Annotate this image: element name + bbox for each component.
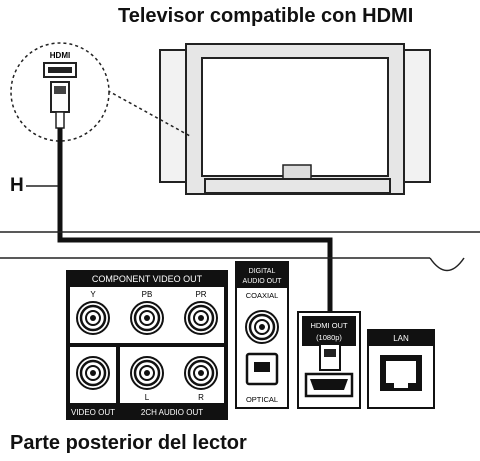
hdmi-callout: HDMI — [10, 42, 191, 142]
tv-title: Televisor compatible con HDMI — [118, 5, 414, 27]
tv-screen — [201, 57, 389, 177]
pb-jack — [130, 301, 164, 335]
component-block: COMPONENT VIDEO OUT Y PB PR L R VIDEO OU… — [66, 270, 228, 420]
hdmi-cable — [57, 128, 333, 352]
panel-notch — [429, 257, 465, 272]
hdmi-out-port-slot — [310, 379, 348, 390]
hdmi-out-header — [302, 316, 356, 346]
pr-jack — [184, 301, 218, 335]
component-video-out-label: COMPONENT VIDEO OUT — [92, 274, 203, 284]
lan-port-tab — [394, 383, 408, 388]
audio-2ch-label: 2CH AUDIO OUT — [141, 408, 203, 417]
hdmi-out-block: HDMI OUT (1080p) — [297, 311, 361, 409]
tv-stand — [204, 178, 391, 194]
cable-label: H — [10, 175, 24, 196]
audio-left-jack — [130, 356, 164, 390]
lan-header — [368, 330, 434, 346]
rca-jacks — [76, 301, 279, 390]
optical-label: OPTICAL — [246, 395, 278, 404]
tv-speaker-left — [159, 49, 187, 183]
video-out-label: VIDEO OUT — [71, 408, 115, 417]
left-label: L — [145, 393, 150, 402]
rear-panel-title: Parte posterior del lector — [10, 432, 247, 454]
lan-block: LAN — [367, 329, 435, 409]
pb-label: PB — [142, 290, 153, 299]
pr-label: PR — [195, 290, 206, 299]
hdmi-res-label: (1080p) — [316, 333, 342, 342]
hdmi-port-slot — [48, 67, 72, 73]
coaxial-jack — [245, 310, 279, 344]
digital-label-2: AUDIO OUT — [243, 278, 283, 285]
optical-port-slot — [254, 362, 270, 372]
hdmi-plug-boot — [55, 111, 65, 129]
lan-port-inner — [386, 361, 416, 383]
lan-label: LAN — [393, 334, 409, 343]
coaxial-label: COAXIAL — [246, 291, 279, 300]
y-label: Y — [90, 290, 96, 299]
digital-label-1: DIGITAL — [249, 268, 276, 275]
hdmi-plug-tip — [54, 86, 66, 94]
y-jack — [76, 301, 110, 335]
hdmi-out-label: HDMI OUT — [310, 321, 347, 330]
tv-neck — [282, 164, 312, 180]
right-label: R — [198, 393, 204, 402]
video-jack — [76, 356, 110, 390]
callout-hdmi-label: HDMI — [50, 51, 70, 60]
digital-audio-block: DIGITAL AUDIO OUT COAXIAL OPTICAL — [235, 261, 289, 409]
tv-speaker-right — [403, 49, 431, 183]
tv-illustration — [159, 43, 431, 195]
digital-block-header — [236, 262, 288, 288]
hdmi-out-plug-tip — [324, 349, 336, 357]
audio-right-jack — [184, 356, 218, 390]
